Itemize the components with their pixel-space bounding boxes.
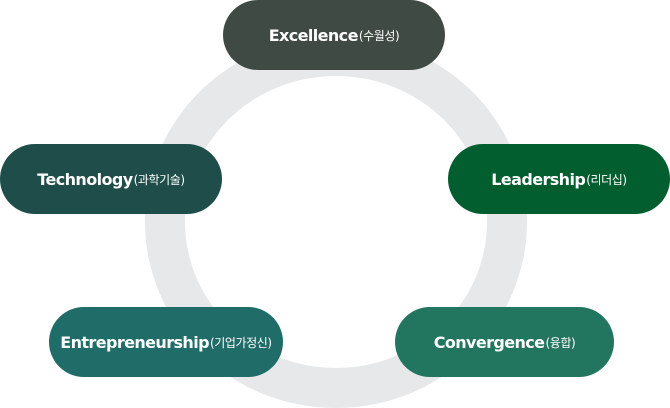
node-entrepreneurship-label: Entrepreneurship [60, 332, 209, 352]
node-excellence-korean: (수월성) [358, 28, 400, 43]
node-excellence-label: Excellence [268, 25, 359, 45]
node-leadership-korean: (리더십) [586, 172, 627, 187]
node-technology: Technology (과학기술) [0, 144, 222, 214]
node-convergence-label: Convergence [433, 332, 545, 352]
node-convergence: Convergence (융합) [395, 307, 614, 377]
node-leadership-label: Leadership [491, 169, 586, 189]
node-leadership: Leadership (리더십) [448, 144, 670, 214]
node-entrepreneurship: Entrepreneurship (기업가정신) [49, 307, 283, 377]
node-technology-label: Technology [37, 169, 133, 189]
node-excellence: Excellence (수월성) [223, 0, 445, 70]
node-technology-korean: (과학기술) [133, 172, 186, 187]
node-convergence-korean: (융합) [545, 335, 576, 350]
node-entrepreneurship-korean: (기업가정신) [209, 335, 272, 350]
